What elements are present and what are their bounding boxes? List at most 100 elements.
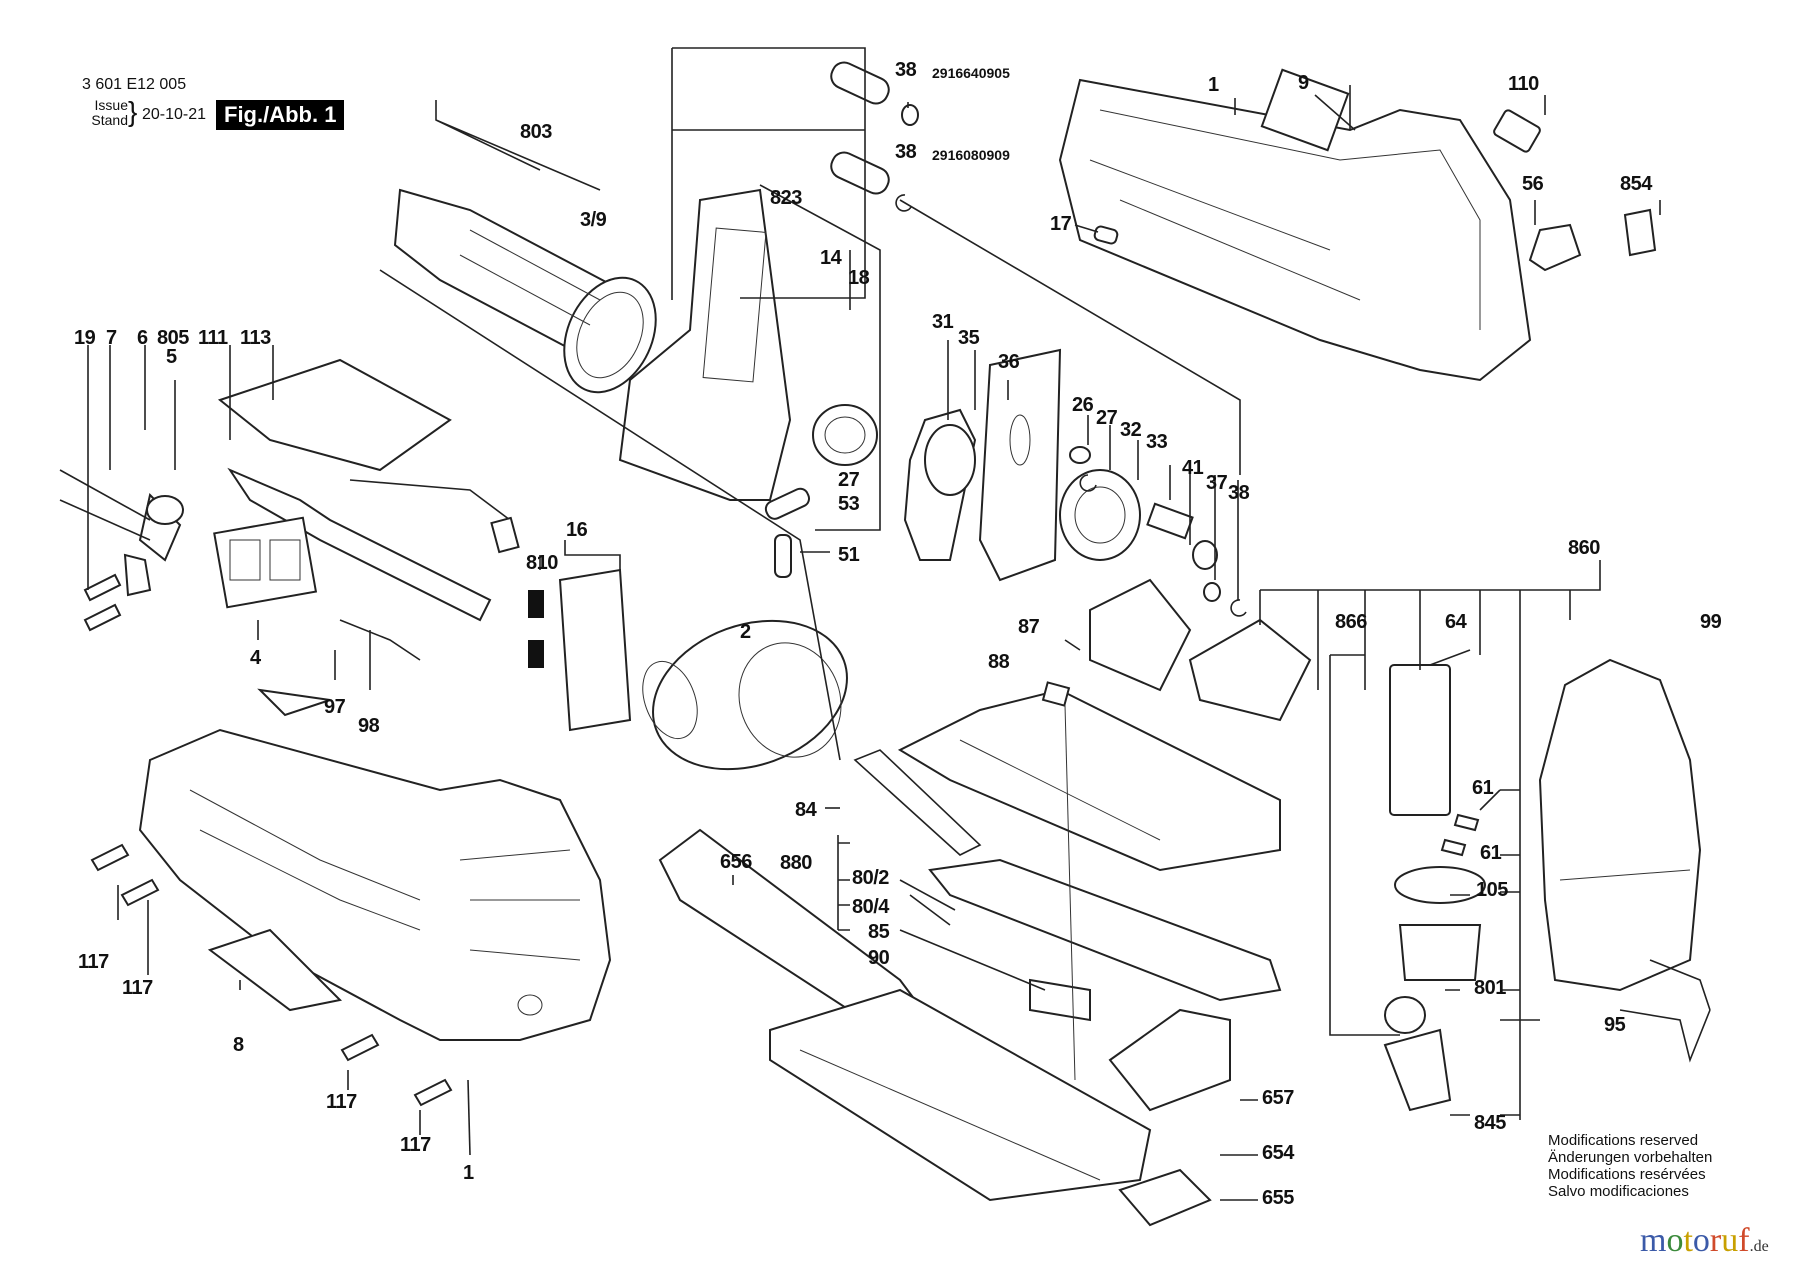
part-callout-37[interactable]: 37 <box>1206 472 1228 494</box>
part-callout-33[interactable]: 33 <box>1146 431 1168 453</box>
drawing-number: 3 601 E12 005 <box>82 76 187 93</box>
part-callout-41[interactable]: 41 <box>1182 457 1204 479</box>
part-callout-823[interactable]: 823 <box>770 187 802 209</box>
notice-line-fr: Modifications resérvées <box>1548 1166 1706 1183</box>
gear-housing-part <box>618 188 878 501</box>
part-callout-8[interactable]: 8 <box>233 1034 244 1056</box>
brace-glyph: } <box>128 96 138 127</box>
part-callout-4[interactable]: 4 <box>250 647 261 669</box>
part-callout-38b-pn[interactable]: 2916080909 <box>932 147 1010 163</box>
part-callout-38b[interactable]: 38 <box>895 141 917 163</box>
part-callout-657[interactable]: 657 <box>1262 1087 1294 1109</box>
brand-letter: f <box>1738 1222 1750 1259</box>
part-callout-860[interactable]: 860 <box>1568 537 1600 559</box>
issue-label: Issue Stand <box>91 97 128 128</box>
part-callout-7[interactable]: 7 <box>106 327 117 349</box>
brand-logo[interactable]: motoruf.de <box>1640 1222 1769 1260</box>
part-callout-880[interactable]: 880 <box>780 852 812 874</box>
notice-line-es: Salvo modificaciones <box>1548 1183 1689 1200</box>
part-callout-38c[interactable]: 38 <box>1228 482 1250 504</box>
part-callout-5[interactable]: 5 <box>166 346 177 368</box>
figure-label: Fig./Abb. 1 <box>216 100 345 130</box>
part-callout-9[interactable]: 9 <box>1298 72 1309 94</box>
part-callout-111[interactable]: 111 <box>198 327 228 349</box>
brush-holder-part <box>528 568 632 732</box>
part-callout-854[interactable]: 854 <box>1620 173 1652 195</box>
front-cover-part <box>1538 658 1711 1063</box>
part-callout-6[interactable]: 6 <box>137 327 148 349</box>
brand-letter: o <box>1666 1222 1684 1259</box>
brand-letter: m <box>1640 1222 1667 1259</box>
part-callout-866[interactable]: 866 <box>1335 611 1367 633</box>
hex-key-part <box>853 749 982 856</box>
part-callout-26[interactable]: 26 <box>1072 394 1094 416</box>
part-callout-88[interactable]: 88 <box>988 651 1010 673</box>
part-callout-27b[interactable]: 27 <box>838 469 860 491</box>
part-callout-80-4[interactable]: 80/4 <box>852 896 889 918</box>
issue-date: 20-10-21 <box>142 106 207 123</box>
part-callout-656[interactable]: 656 <box>720 851 752 873</box>
part-callout-803[interactable]: 803 <box>520 121 552 143</box>
part-callout-61b[interactable]: 61 <box>1480 842 1502 864</box>
part-callout-2[interactable]: 2 <box>740 621 751 643</box>
part-callout-97[interactable]: 97 <box>324 696 346 718</box>
part-callout-53[interactable]: 53 <box>838 493 860 515</box>
part-callout-64[interactable]: 64 <box>1445 611 1467 633</box>
part-callout-36[interactable]: 36 <box>998 351 1020 373</box>
part-callout-19[interactable]: 19 <box>74 327 96 349</box>
notice-line-de: Änderungen vorbehalten <box>1548 1149 1713 1166</box>
part-callout-1-top[interactable]: 1 <box>1208 74 1219 96</box>
modifications-notice: Modifications reserved Änderungen vorbeh… <box>1548 1132 1712 1200</box>
gear-plate-part <box>903 348 1247 617</box>
part-callout-31[interactable]: 31 <box>932 311 954 333</box>
part-callout-98[interactable]: 98 <box>358 715 380 737</box>
part-callout-85[interactable]: 85 <box>868 921 890 943</box>
pins-part <box>764 61 919 578</box>
part-callout-38a[interactable]: 38 <box>895 59 917 81</box>
part-callout-117c[interactable]: 117 <box>326 1091 357 1113</box>
field-coil-part <box>642 619 848 771</box>
part-callout-18[interactable]: 18 <box>848 267 870 289</box>
armature-part <box>393 188 657 394</box>
part-callout-14[interactable]: 14 <box>820 247 842 269</box>
part-callout-84[interactable]: 84 <box>795 799 817 821</box>
part-callout-805[interactable]: 805 <box>157 327 189 349</box>
part-callout-17[interactable]: 17 <box>1050 213 1072 235</box>
housing-half-right-part <box>1058 68 1657 382</box>
part-callout-99[interactable]: 99 <box>1700 611 1722 633</box>
part-callout-38a-pn[interactable]: 2916640905 <box>932 65 1010 81</box>
part-callout-117d[interactable]: 117 <box>400 1134 431 1156</box>
part-callout-80-2[interactable]: 80/2 <box>852 867 889 889</box>
part-callout-801[interactable]: 801 <box>1474 977 1506 999</box>
part-callout-3-9[interactable]: 3/9 <box>580 209 607 231</box>
part-callout-95[interactable]: 95 <box>1604 1014 1626 1036</box>
brand-tld: .de <box>1749 1238 1769 1255</box>
part-callout-845[interactable]: 845 <box>1474 1112 1506 1134</box>
part-callout-16[interactable]: 16 <box>566 519 588 541</box>
pendulum-assembly-part <box>1383 649 1486 1112</box>
part-callout-113[interactable]: 113 <box>240 327 271 349</box>
part-callout-56[interactable]: 56 <box>1522 173 1544 195</box>
part-callout-87[interactable]: 87 <box>1018 616 1040 638</box>
base-shoe-part <box>257 688 1231 1227</box>
part-callout-61a[interactable]: 61 <box>1472 777 1494 799</box>
part-callout-90[interactable]: 90 <box>868 947 890 969</box>
part-callout-810[interactable]: 810 <box>526 552 558 574</box>
part-callout-51[interactable]: 51 <box>838 544 860 566</box>
part-callout-117a[interactable]: 117 <box>78 951 109 973</box>
part-callout-35[interactable]: 35 <box>958 327 980 349</box>
part-callout-32[interactable]: 32 <box>1120 419 1142 441</box>
part-callout-105[interactable]: 105 <box>1476 879 1508 901</box>
brand-letter: t <box>1683 1222 1693 1259</box>
part-callout-654[interactable]: 654 <box>1262 1142 1294 1164</box>
electronics-part <box>59 358 520 661</box>
part-callout-655[interactable]: 655 <box>1262 1187 1294 1209</box>
part-callout-1-bottom[interactable]: 1 <box>463 1162 474 1184</box>
brand-letter: u <box>1721 1222 1739 1259</box>
part-callout-110[interactable]: 110 <box>1508 73 1539 95</box>
leader-lines <box>87 47 1661 1201</box>
part-callout-117b[interactable]: 117 <box>122 977 153 999</box>
notice-line-en: Modifications reserved <box>1548 1132 1699 1149</box>
part-callout-27a[interactable]: 27 <box>1096 407 1118 429</box>
